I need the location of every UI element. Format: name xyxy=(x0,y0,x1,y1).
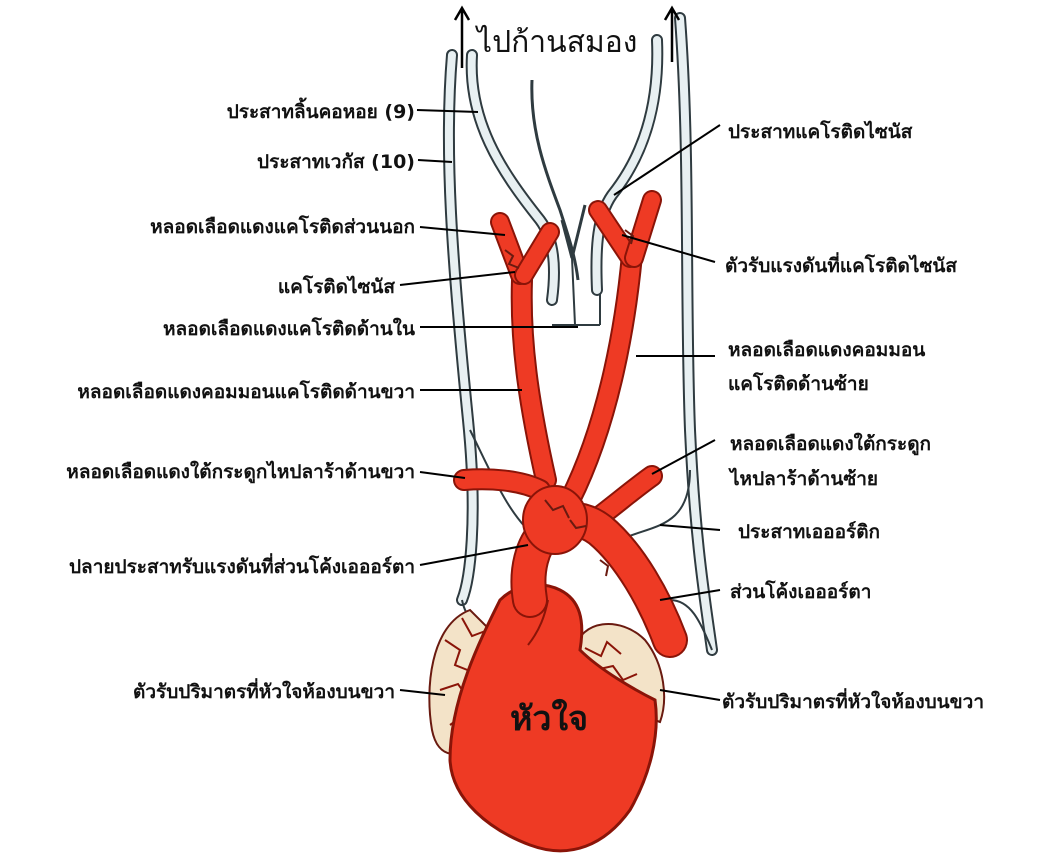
nerves xyxy=(449,8,712,650)
label-carotid-sinus: แคโรติดไซนัส xyxy=(278,275,395,298)
label-right-common-carotid: หลอดเลือดแดงคอมมอนแคโรติดด้านขวา xyxy=(77,380,415,403)
label-aortic-arch: ส่วนโค้งเอออร์ตา xyxy=(730,580,871,603)
label-right-atrial-receptor: ตัวรับปริมาตรที่หัวใจห้องบนขวา xyxy=(133,678,395,703)
label-glossopharyngeal: ประสาทลิ้นคอหอย (9) xyxy=(227,97,415,123)
label-left-common-carotid-line1: หลอดเลือดแดงคอมมอน xyxy=(728,339,925,361)
heart-label: หัวใจ xyxy=(510,698,588,739)
label-carotid-baroreceptor: ตัวรับแรงดันที่แคโรติดไซนัส xyxy=(725,252,957,277)
label-left-atrial-receptor: ตัวรับปริมาตรที่หัวใจห้องบนขวา xyxy=(722,688,984,713)
label-left-subclavian-line2: ไหปลาร้าด้านซ้าย xyxy=(728,467,878,490)
title-brainstem: ไปก้านสมอง xyxy=(475,24,637,60)
label-internal-carotid: หลอดเลือดแดงแคโรติดด้านใน xyxy=(163,317,415,340)
label-vagus: ประสาทเวกัส (10) xyxy=(257,151,415,173)
label-left-common-carotid-line2: แคโรติดด้านซ้าย xyxy=(728,372,869,395)
label-aortic-arch-endings: ปลายประสาทรับแรงดันที่ส่วนโค้งเอออร์ตา xyxy=(69,553,415,578)
label-carotid-sinus-nerve: ประสาทแคโรติดไซนัส xyxy=(728,120,913,143)
label-external-carotid: หลอดเลือดแดงแคโรติดส่วนนอก xyxy=(150,215,415,238)
label-left-subclavian-line1: หลอดเลือดแดงใต้กระดูก xyxy=(730,432,931,456)
label-aortic-nerve: ประสาทเอออร์ติก xyxy=(738,521,880,543)
arteries xyxy=(464,200,670,645)
label-right-subclavian: หลอดเลือดแดงใต้กระดูกไหปลาร้าด้านขวา xyxy=(66,460,415,484)
